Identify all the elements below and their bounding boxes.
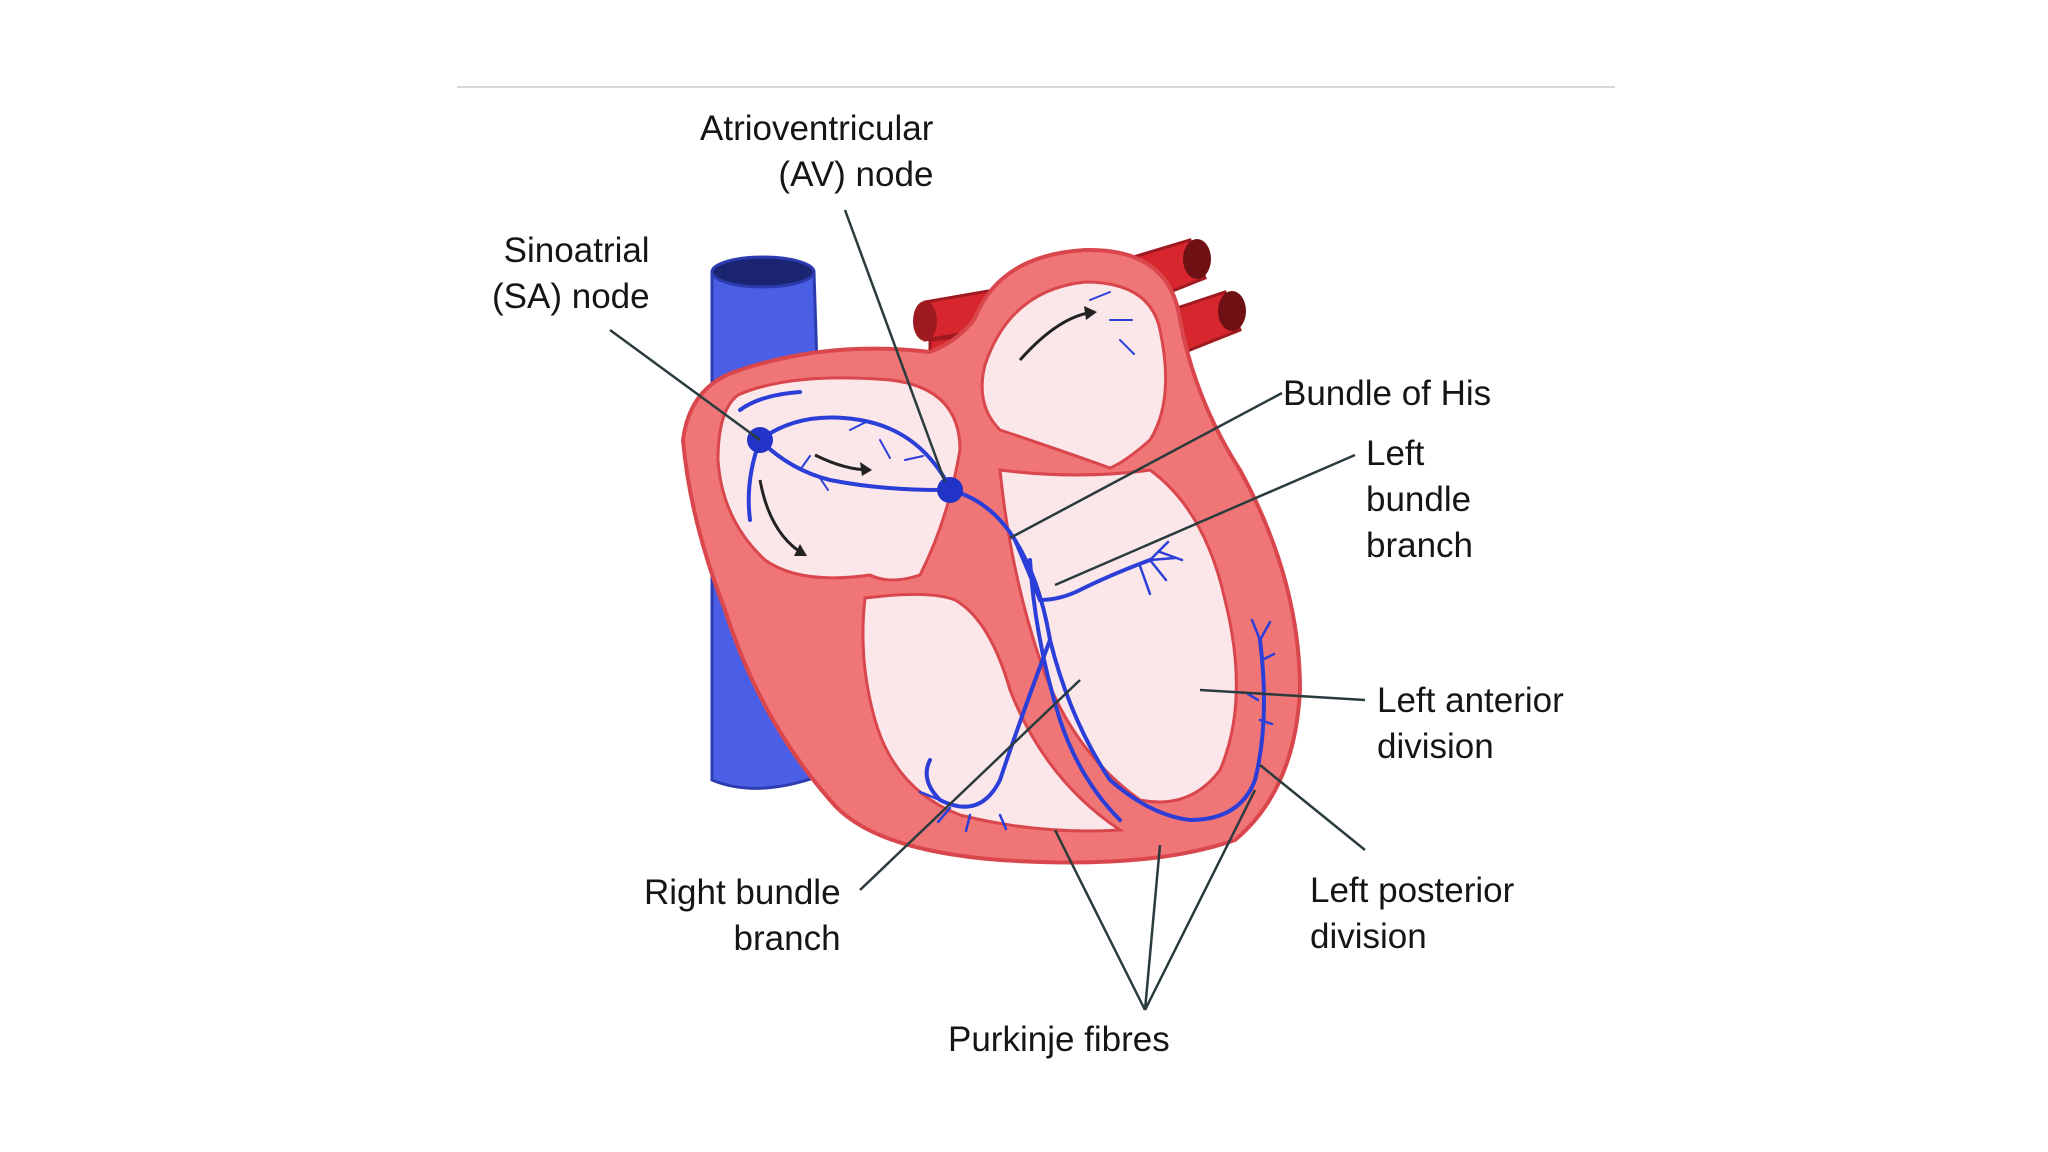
arrowheads (794, 306, 1097, 556)
label-left-bundle-branch: Left bundle branch (1366, 431, 1473, 569)
left-bundle-branch-line-1: Left (1366, 434, 1425, 473)
leader-lines (609, 209, 1366, 1011)
bundle-of-his-line-1: Bundle of His (1283, 374, 1492, 413)
av-node-marker (937, 477, 963, 503)
label-bundle-of-his: Bundle of His (1283, 371, 1491, 417)
av-node-line-2: (AV) node (778, 155, 934, 194)
conduction-pathway (738, 291, 1276, 833)
label-av-node: Atrioventricular (AV) node (700, 106, 933, 198)
label-left-anterior-division: Left anterior division (1377, 678, 1564, 770)
label-sa-node: Sinoatrial (SA) node (492, 228, 650, 320)
right-bundle-branch-line-2: branch (733, 919, 841, 958)
right-bundle-branch-line-1: Right bundle (644, 873, 841, 912)
left-ventricle (998, 468, 1238, 804)
label-right-bundle-branch: Right bundle branch (644, 870, 841, 962)
left-anterior-division-line-1: Left anterior (1377, 681, 1564, 720)
left-posterior-division-line-1: Left posterior (1310, 871, 1515, 910)
top-divider (457, 86, 1615, 88)
sa-node-line-2: (SA) node (492, 277, 650, 316)
left-anterior-division-line-2: division (1377, 727, 1494, 766)
purkinje-fibres-line-1: Purkinje fibres (948, 1020, 1170, 1059)
left-posterior-division-line-2: division (1310, 917, 1427, 956)
label-purkinje-fibres: Purkinje fibres (948, 1017, 1170, 1063)
left-atrium (980, 280, 1168, 470)
right-atrium (716, 376, 962, 582)
label-left-posterior-division: Left posterior division (1310, 868, 1514, 960)
left-bundle-branch-line-2: bundle (1366, 480, 1472, 519)
av-node-line-1: Atrioventricular (700, 109, 934, 148)
left-bundle-branch-line-3: branch (1366, 526, 1474, 565)
sa-node-line-1: Sinoatrial (503, 231, 650, 270)
